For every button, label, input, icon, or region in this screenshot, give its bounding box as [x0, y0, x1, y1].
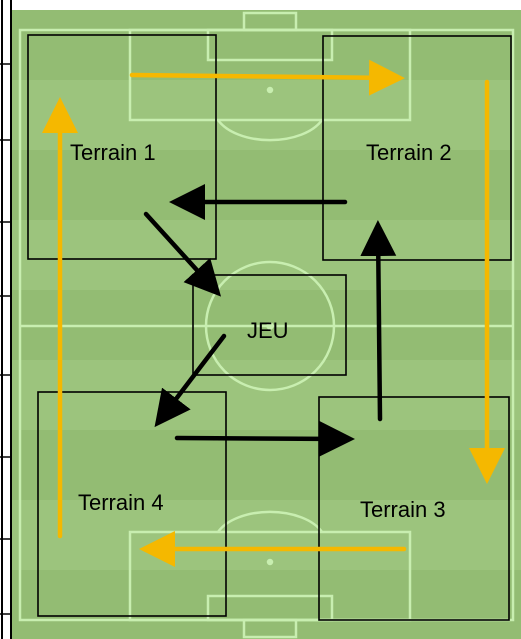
table-border-left	[0, 0, 12, 639]
zone-jeu: JEU	[192, 274, 347, 376]
outer-rotation-arrows	[42, 59, 505, 567]
soccer-pitch	[12, 10, 521, 639]
arrow-terrain1-to-terrain2	[129, 59, 405, 96]
zone-terrain-4: Terrain 4	[37, 391, 227, 617]
arrow-terrain1-to-jeu	[143, 211, 222, 297]
inner-rotation-arrows	[143, 184, 397, 457]
zone-terrain-1: Terrain 1	[27, 34, 217, 260]
arrow-terrain3-to-terrain2	[360, 220, 397, 422]
arrow-jeu-to-terrain4	[154, 333, 227, 428]
zone-label-terrain-2: Terrain 2	[366, 140, 452, 165]
zone-terrain-2: Terrain 2	[322, 35, 512, 261]
zone-label-jeu: JEU	[247, 318, 289, 343]
zone-label-terrain-1: Terrain 1	[70, 140, 156, 165]
zone-label-terrain-3: Terrain 3	[360, 497, 446, 522]
pitch-lines	[18, 11, 515, 639]
zone-label-terrain-4: Terrain 4	[78, 490, 164, 515]
zone-terrain-3: Terrain 3	[318, 396, 510, 621]
arrow-terrain4-to-terrain3	[174, 420, 355, 457]
